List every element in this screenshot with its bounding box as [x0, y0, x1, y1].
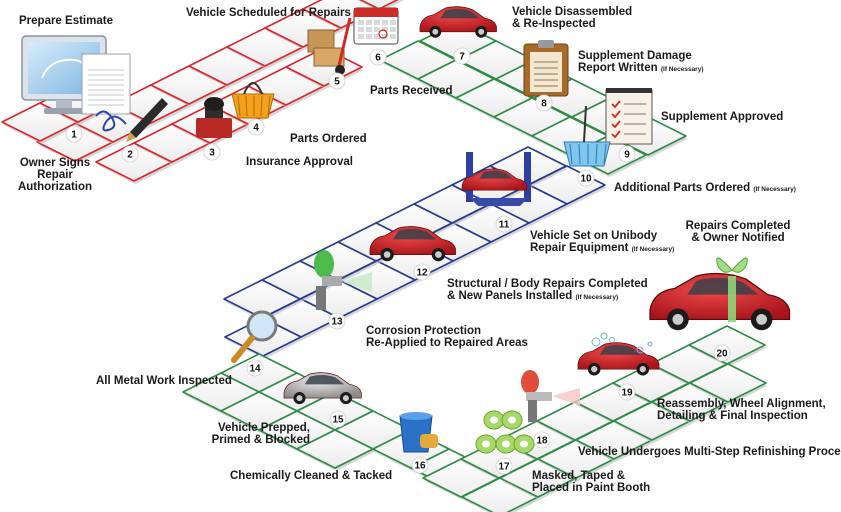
step-number-text: 6	[375, 53, 381, 64]
step-number-text: 3	[209, 148, 215, 159]
bubbles-icon	[591, 332, 653, 354]
step-label-4: Parts Ordered	[290, 133, 367, 145]
step-label-3: Insurance Approval	[246, 156, 353, 168]
step-number-text: 16	[414, 461, 426, 472]
step-number-12: 12	[413, 263, 431, 281]
step-number-19: 19	[618, 383, 636, 401]
blue-basket-icon	[563, 105, 611, 167]
step-label-17: Masked, Taped & Placed in Paint Booth	[532, 470, 651, 494]
tile-green-d-3	[296, 429, 374, 469]
pen-signature-icon	[95, 98, 168, 142]
step-number-11: 11	[495, 215, 513, 233]
tile-green-f-6	[689, 363, 767, 403]
bucket-sponge-icon	[399, 412, 438, 453]
step-label-7: Vehicle Disassembled & Re-Inspected	[512, 6, 633, 30]
step-number-15: 15	[329, 410, 347, 428]
checklist-icon	[605, 88, 653, 145]
step-number-20: 20	[713, 344, 731, 362]
magnifying-glass-icon	[231, 310, 278, 363]
step-number-10: 10	[577, 169, 595, 187]
step-label-5: Vehicle Scheduled for Repairs	[186, 7, 351, 19]
step-number-text: 1	[71, 130, 77, 141]
paint-spray-gun-icon	[521, 370, 580, 422]
repaired-car-icon	[369, 226, 456, 262]
shopping-basket-icon	[231, 82, 275, 119]
step-number-text: 8	[541, 99, 547, 110]
step-label-8: Supplement Damage Report Written (If Nec…	[578, 50, 704, 74]
step-label-1: Prepare Estimate	[19, 15, 113, 27]
step-label-10: Additional Parts Ordered (If Necessary)	[614, 182, 796, 194]
step-number-13: 13	[328, 312, 346, 330]
step-number-text: 15	[332, 415, 344, 426]
step-number-text: 5	[334, 77, 340, 88]
disassembled-car-icon	[419, 6, 497, 38]
tape-rolls-icon	[475, 410, 535, 454]
step-number-16: 16	[411, 456, 429, 474]
spray-gun-icon	[314, 250, 372, 310]
step-number-5: 5	[328, 72, 346, 90]
step-number-text: 19	[621, 388, 633, 399]
car-on-lift-body	[461, 168, 528, 191]
step-label-9: Supplement Approved	[661, 111, 784, 123]
step-label-20: Repairs Completed & Owner Notified	[685, 220, 791, 244]
step-number-text: 13	[331, 317, 343, 328]
step-number-text: 20	[716, 349, 728, 360]
step-label-15: Vehicle Prepped, Primed & Blocked	[211, 422, 310, 446]
step-number-text: 17	[498, 462, 510, 473]
step-number-1: 1	[65, 125, 83, 143]
step-label-2: Owner Signs Repair Authorization	[17, 157, 93, 193]
step-number-text: 18	[536, 436, 548, 447]
step-number-18: 18	[533, 431, 551, 449]
gift-bow-icon	[716, 257, 748, 322]
step-number-text: 11	[499, 220, 510, 231]
step-label-14: All Metal Work Inspected	[96, 375, 232, 387]
step-number-6: 6	[369, 48, 387, 66]
step-number-text: 9	[624, 150, 630, 161]
step-label-11: Vehicle Set on Unibody Repair Equipment …	[530, 230, 675, 254]
step-label-18: Vehicle Undergoes Multi-Step Refinishing…	[578, 446, 841, 458]
tile-green-e-7	[688, 325, 766, 365]
step-number-text: 2	[127, 150, 133, 161]
gift-car-icon	[649, 272, 791, 331]
step-number-text: 10	[580, 174, 592, 185]
step-number-17: 17	[495, 457, 513, 475]
step-number-text: 14	[249, 364, 261, 375]
step-label-6: Parts Received	[370, 85, 453, 97]
tile-blue-b-7	[223, 279, 301, 319]
step-number-14: 14	[246, 359, 264, 377]
rubber-stamp-icon	[196, 97, 232, 138]
step-number-3: 3	[203, 143, 221, 161]
step-label-16: Chemically Cleaned & Tacked	[230, 470, 393, 482]
step-label-12: Structural / Body Repairs Completed & Ne…	[447, 278, 648, 302]
calendar-icon	[353, 7, 399, 45]
primed-car-icon	[283, 372, 362, 405]
hand-truck-boxes-icon	[307, 17, 352, 75]
computer-estimate-icon	[21, 35, 131, 115]
step-number-4: 4	[247, 118, 265, 136]
step-number-text: 12	[416, 268, 428, 279]
step-number-text: 7	[459, 52, 465, 63]
step-number-9: 9	[618, 145, 636, 163]
step-number-text: 4	[253, 123, 259, 134]
step-label-19: Reassembly, Wheel Alignment, Detailing &…	[657, 398, 826, 422]
step-number-8: 8	[535, 94, 553, 112]
step-number-2: 2	[121, 145, 139, 163]
step-label-13: Corrosion Protection Re-Applied to Repai…	[366, 325, 528, 349]
clean-car-icon	[577, 342, 660, 376]
step-number-7: 7	[453, 47, 471, 65]
clipboard-icon	[523, 40, 569, 97]
tile-red-a-8	[359, 0, 399, 10]
